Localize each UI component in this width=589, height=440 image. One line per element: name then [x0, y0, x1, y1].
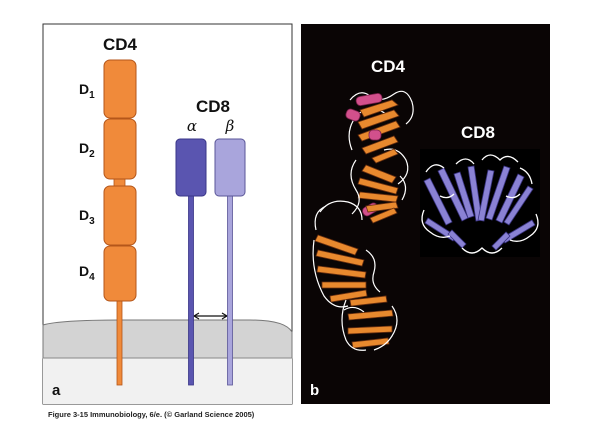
cd8-alpha-domain: [175, 138, 207, 197]
membrane-outer-layer: [42, 319, 293, 359]
panel-b-cd4-label: CD4: [371, 57, 406, 76]
cd8-alpha-label: α: [187, 117, 197, 135]
domain-label-d1: D1: [79, 81, 95, 101]
cd8-loops: [421, 154, 539, 254]
cd4-ribbon-coil-low: [312, 239, 381, 313]
cd4-domain-d1: [103, 59, 137, 119]
cd4-domain-d4: [103, 245, 137, 302]
cd8-title: CD8: [196, 97, 230, 116]
panel-b: CD4 CD8: [301, 24, 550, 404]
cd8-beta-stalk: [227, 195, 233, 386]
cd4-strands-d4: [347, 295, 394, 349]
cd4-domain-d2: [103, 118, 137, 180]
panel-a: CD4 D1 D2 D3 D4 CD8 α β a: [42, 23, 293, 405]
cd8-beta-domain: [214, 138, 246, 197]
cd8-beta-label: β: [225, 117, 235, 135]
panel-b-letter: b: [310, 382, 319, 399]
figure-caption: Figure 3-15 Immunobiology, 6/e. (© Garla…: [48, 410, 255, 419]
cd4-strands-d2: [357, 164, 399, 224]
panel-b-cd8-label: CD8: [461, 123, 495, 142]
cd8-strands: [423, 165, 536, 251]
membrane-inner-layer: [43, 358, 292, 404]
domain-label-d3: D3: [79, 207, 95, 227]
cd8-alpha-stalk: [188, 195, 194, 386]
disulfide-arrowheads: [193, 312, 228, 320]
domain-label-d2: D2: [79, 140, 95, 160]
cd4-domain-d3: [103, 185, 137, 246]
cd4-ribbon-coil-mid: [314, 159, 407, 231]
cd4-helices: [345, 93, 383, 217]
cd4-ribbon-coil-bottom: [341, 299, 398, 351]
cd4-strands-d3: [314, 234, 368, 303]
panel-a-letter: a: [52, 382, 61, 399]
cd8-ribbon-structure: [421, 154, 539, 254]
cd4-ribbon-structure: [312, 90, 414, 351]
cd4-title: CD4: [103, 35, 138, 54]
domain-label-d4: D4: [79, 263, 95, 283]
